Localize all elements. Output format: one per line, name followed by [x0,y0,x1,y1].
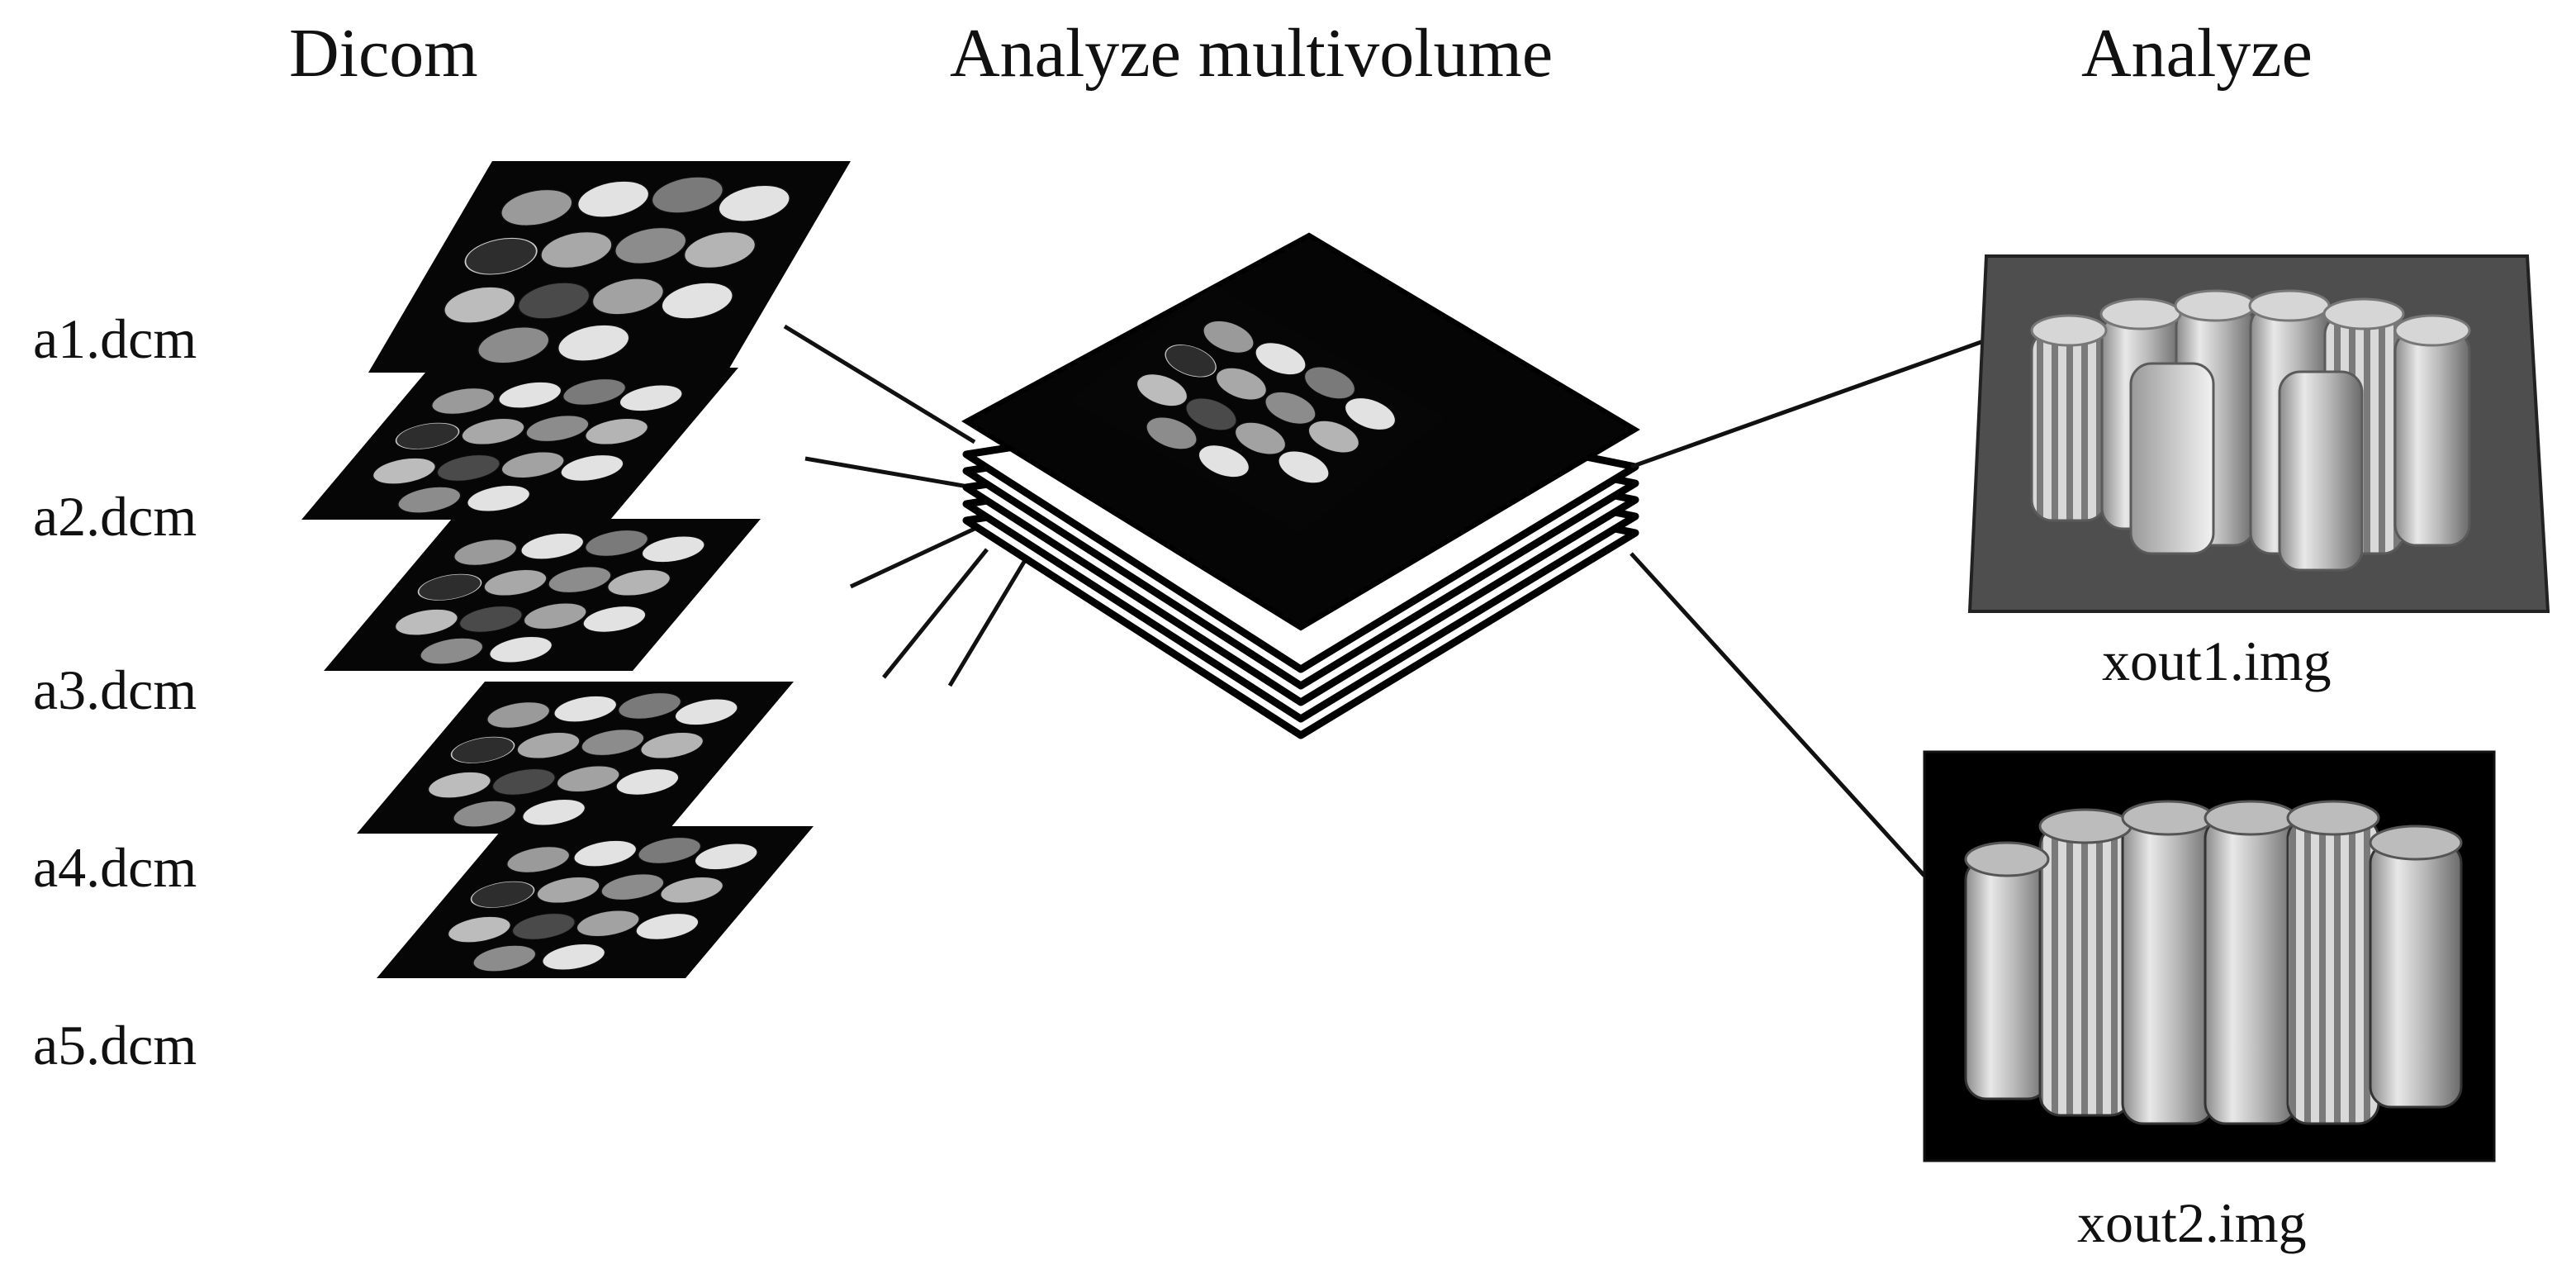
label-dicom-file-2: a2.dcm [33,485,197,548]
label-dicom-file-1: a1.dcm [33,307,197,370]
heading-analyze-multivolume: Analyze multivolume [950,15,1554,92]
heading-analyze: Analyze [2081,15,2313,92]
heading-dicom: Dicom [289,15,478,92]
output-connectors [1630,336,1991,877]
label-output-file-2: xout2.img [2077,1191,2307,1254]
output-volume-1 [1967,254,2550,613]
output-volume-2 [1923,750,2496,1162]
dicom-slice-3 [323,518,761,672]
dicom-slice-5 [376,825,814,979]
label-dicom-file-5: a5.dcm [33,1014,197,1077]
dicom-slice-1 [368,160,852,373]
dicom-slice-4 [356,681,795,834]
multivolume-stack [961,232,1640,739]
dicom-slice-2 [301,367,739,520]
label-dicom-file-4: a4.dcm [33,836,197,899]
label-output-file-1: xout1.img [2102,630,2332,692]
label-dicom-file-3: a3.dcm [33,658,197,721]
input-connectors [783,324,1027,687]
